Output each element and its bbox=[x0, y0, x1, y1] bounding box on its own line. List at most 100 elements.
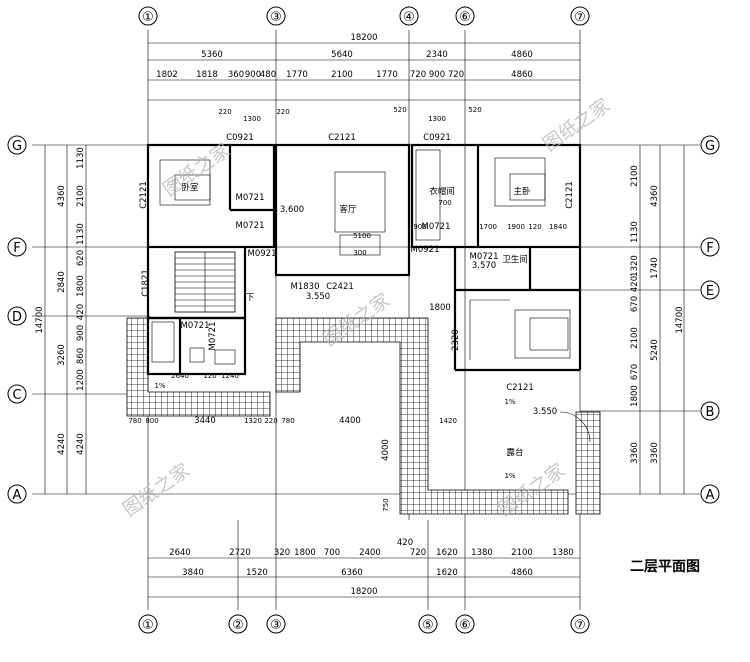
misc-dim: 120 bbox=[528, 223, 541, 231]
door-label: M0721 bbox=[470, 252, 499, 262]
room-label-closet: 衣帽间 bbox=[429, 186, 455, 197]
axis-label-bottom-7: ⑦ bbox=[574, 618, 586, 633]
dim-bottom1: 2400 bbox=[359, 548, 381, 558]
watermark-text: 图纸之家 bbox=[539, 94, 614, 156]
misc-dim: 780 bbox=[128, 417, 141, 425]
stair-down-label: 下 bbox=[246, 293, 255, 303]
dim-top2: 4860 bbox=[511, 50, 533, 60]
room-label-living: 客厅 bbox=[339, 204, 357, 215]
dim-right-inner: 2100 bbox=[630, 165, 640, 187]
misc-dim: 1320 bbox=[244, 417, 262, 425]
misc-dim: 1800 bbox=[429, 303, 451, 313]
dim-left-inner: 2100 bbox=[76, 185, 86, 207]
axis-label-left-d: D bbox=[12, 310, 22, 325]
dim-top3: 4860 bbox=[511, 70, 533, 80]
dim-top-small: 1300 bbox=[428, 115, 446, 123]
misc-dim: 1900 bbox=[507, 223, 525, 231]
dim-right-inner: 1130 bbox=[630, 221, 640, 243]
dim-top3: 1802 bbox=[156, 70, 178, 80]
dim-bottom1: 700 bbox=[324, 548, 340, 558]
top-dimension-lines bbox=[148, 42, 580, 101]
window-label: C2121 bbox=[139, 181, 149, 209]
dim-left-outer: 4360 bbox=[57, 185, 67, 207]
dim-top-small: 1300 bbox=[243, 115, 261, 123]
dim-right-inner: 1800 bbox=[630, 385, 640, 407]
dim-right-outer: 1740 bbox=[650, 257, 660, 279]
walls bbox=[146, 143, 582, 376]
dim-top3: 1770 bbox=[376, 70, 398, 80]
dim-top3: 1818 bbox=[196, 70, 218, 80]
dim-top3: 900 bbox=[429, 70, 445, 80]
dim-top3: 720 bbox=[448, 70, 464, 80]
axis-label-left-c: C bbox=[12, 388, 21, 403]
dim-bottom2: 4860 bbox=[511, 568, 533, 578]
dim-top-small: 520 bbox=[468, 106, 481, 114]
dim-bottom1: 1380 bbox=[552, 548, 574, 558]
window-label: C2121 bbox=[328, 133, 356, 143]
dim-top2: 5360 bbox=[201, 50, 223, 60]
slope-label: 1% bbox=[504, 398, 515, 406]
misc-dim: 4000 bbox=[381, 439, 391, 461]
axis-label-right-g: G bbox=[705, 139, 715, 154]
dim-left-total: 14700 bbox=[35, 306, 45, 333]
dim-bottom1: 1800 bbox=[294, 548, 316, 558]
axis-label-right-e: E bbox=[706, 284, 714, 299]
elevation-label: 3.600 bbox=[280, 205, 304, 215]
axis-label-bottom-6: ⑥ bbox=[459, 618, 471, 633]
door-label: M0921 bbox=[248, 249, 277, 259]
elevation-labels: 3.600 3.550 3.570 3.550 bbox=[280, 205, 557, 417]
dim-right-inner: 670 bbox=[630, 296, 640, 312]
axis-label-left-a: A bbox=[13, 488, 22, 503]
door-labels: M0721 M0721 M0921 M0921 M0721 M1830 M072… bbox=[181, 193, 499, 350]
furniture bbox=[151, 149, 591, 443]
misc-dim: 700 bbox=[438, 199, 451, 207]
misc-dim: 780 bbox=[281, 417, 294, 425]
dim-top-total: 18200 bbox=[350, 33, 377, 43]
dim-right-inner: 670 bbox=[630, 364, 640, 380]
misc-dim: 120 bbox=[203, 372, 216, 380]
dim-bottom1: 1620 bbox=[436, 548, 458, 558]
dim-right-inner: 420 bbox=[630, 276, 640, 292]
axis-label-top-6: ⑥ bbox=[459, 10, 471, 25]
axis-label-left-g: G bbox=[12, 139, 22, 154]
window-label: C2121 bbox=[565, 181, 575, 209]
dim-top3: 2100 bbox=[331, 70, 353, 80]
left-dimension-texts: 14700 4360 2840 3260 4240 1130 2100 1130… bbox=[35, 147, 86, 455]
axis-label-right-b: B bbox=[706, 405, 715, 420]
dim-top3: 480 bbox=[260, 70, 276, 80]
axis-label-left-f: F bbox=[13, 241, 20, 256]
dim-left-outer: 4240 bbox=[57, 433, 67, 455]
dim-left-inner: 4240 bbox=[76, 433, 86, 455]
dim-left-inner: 900 bbox=[76, 325, 86, 341]
room-label-terrace: 露台 bbox=[506, 447, 523, 458]
axis-label-bottom-5: ⑤ bbox=[422, 618, 434, 633]
dim-right-outer: 5240 bbox=[650, 339, 660, 361]
right-dimension-texts: 14700 4360 1740 5240 3360 2100 1130 1320… bbox=[630, 165, 685, 464]
door-label: M0921 bbox=[411, 245, 440, 255]
dim-bottom1: 2640 bbox=[169, 548, 191, 558]
slope-label: 1% bbox=[504, 472, 515, 480]
misc-dim: 5100 bbox=[353, 232, 371, 240]
dim-bottom2: 1520 bbox=[246, 568, 268, 578]
misc-dim: 800 bbox=[145, 417, 158, 425]
window-labels: C0921 C2121 C0921 C1821 C2421 C2121 C212… bbox=[139, 133, 575, 393]
room-label-master: 主卧 bbox=[513, 186, 531, 197]
dim-right-outer: 3360 bbox=[650, 442, 660, 464]
axis-label-right-f: F bbox=[706, 241, 713, 256]
drawing-title: 二层平面图 bbox=[630, 559, 700, 575]
misc-dim: 3440 bbox=[194, 416, 216, 426]
dim-left-inner: 860 bbox=[76, 348, 86, 364]
dim-bottom1: 2100 bbox=[511, 548, 533, 558]
dim-left-inner: 1130 bbox=[76, 223, 86, 245]
misc-labels: 1% 1% 1% 下 5100 2640 120 1240 780 800 34… bbox=[128, 199, 567, 512]
axis-label-bottom-1: ① bbox=[142, 618, 154, 633]
window-label: C2421 bbox=[326, 282, 354, 292]
elevation-label: 3.550 bbox=[306, 292, 330, 302]
dim-top2: 2340 bbox=[426, 50, 448, 60]
dim-bottom2: 3840 bbox=[182, 568, 204, 578]
misc-dim: 1420 bbox=[439, 417, 457, 425]
window-label: C2121 bbox=[506, 383, 534, 393]
misc-dim: 1240 bbox=[221, 372, 239, 380]
room-label-bedroom: 卧室 bbox=[181, 182, 199, 193]
